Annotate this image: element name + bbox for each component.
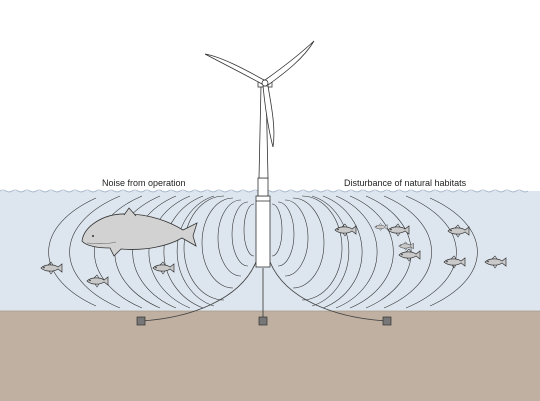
anchor-right bbox=[382, 316, 392, 326]
turbine-hub bbox=[261, 79, 269, 87]
turbine-transition-piece bbox=[257, 177, 269, 197]
seabed bbox=[0, 311, 540, 401]
label-noise-from-operation: Noise from operation bbox=[102, 178, 186, 188]
turbine-foundation bbox=[255, 195, 271, 268]
label-disturbance-of-habitats: Disturbance of natural habitats bbox=[344, 178, 467, 188]
turbine-blade-right bbox=[264, 40, 315, 86]
turbine-blade-down bbox=[262, 85, 275, 148]
mooring-cables bbox=[140, 261, 388, 322]
anchor-left bbox=[136, 316, 146, 326]
anchor-center bbox=[258, 316, 268, 326]
wind-turbine-icon bbox=[204, 40, 315, 268]
porpoise-icon bbox=[81, 207, 198, 257]
turbine-blade-left bbox=[204, 53, 265, 85]
